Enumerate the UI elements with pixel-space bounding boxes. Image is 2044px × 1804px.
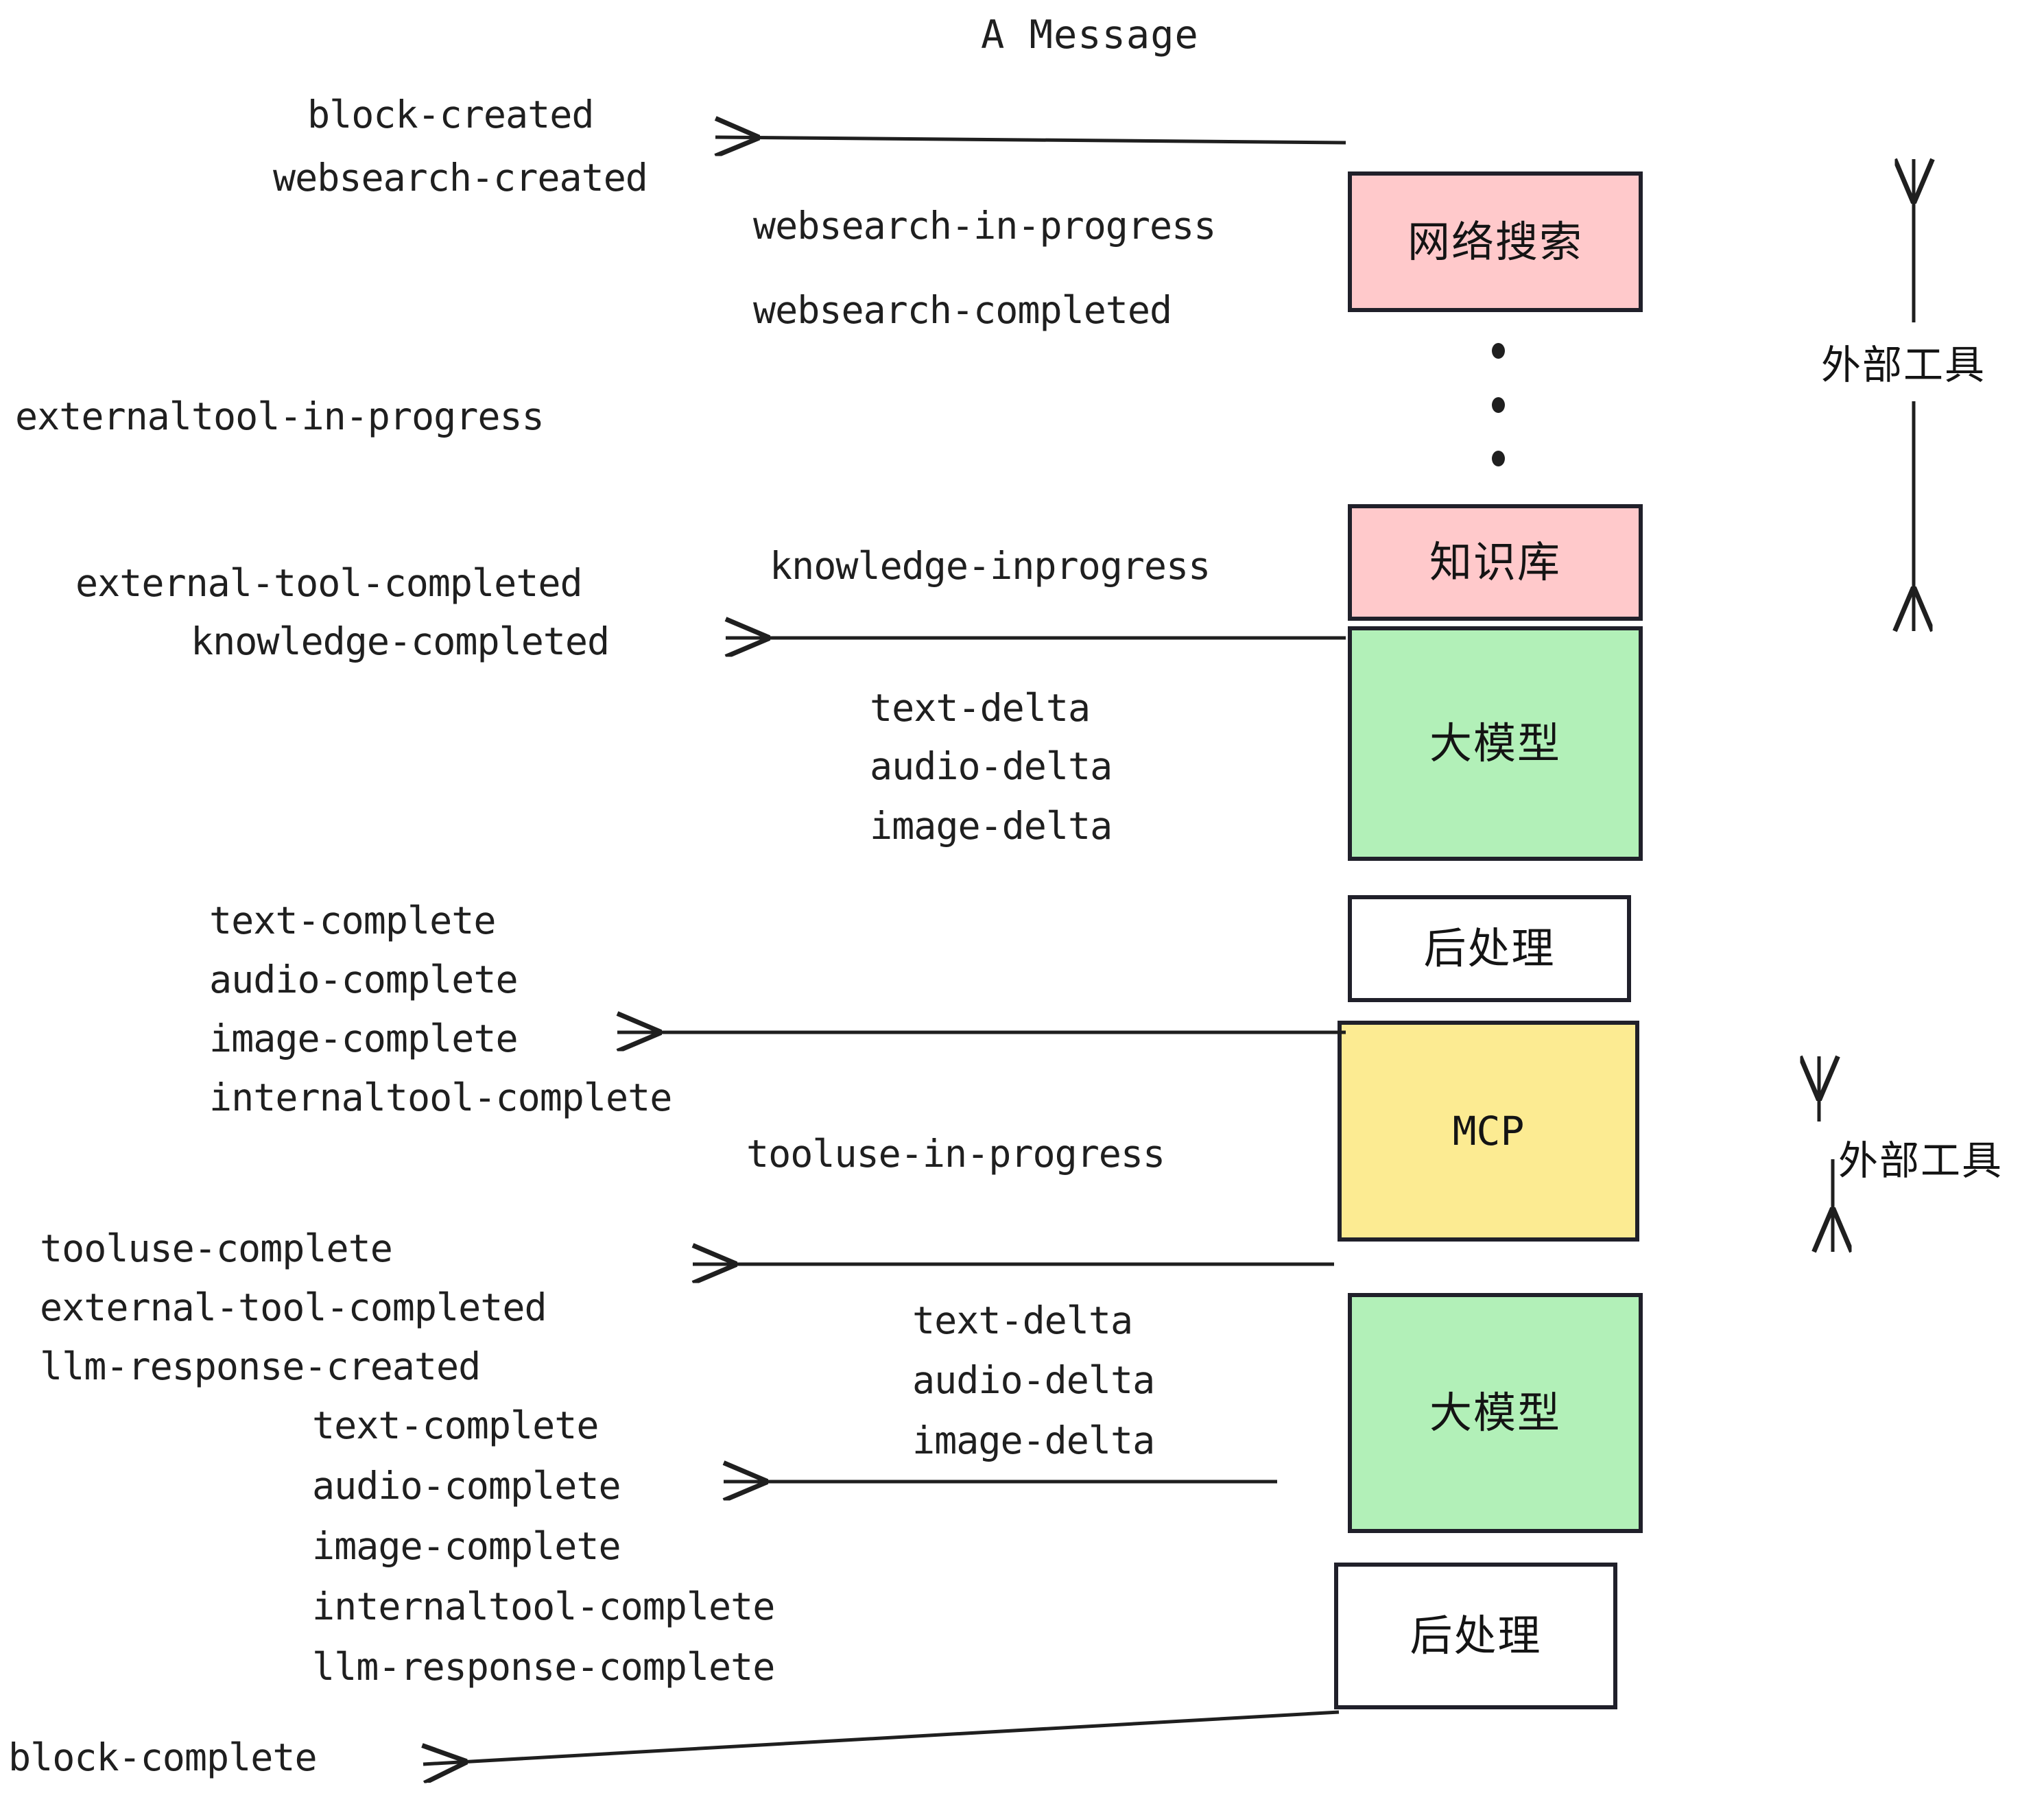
node-label: 知识库 <box>1429 537 1561 587</box>
node-postprocess-2: 后处理 <box>1334 1563 1617 1709</box>
event-label-tooluse-in-progress: tooluse-in-progress <box>746 1132 1165 1176</box>
event-label-websearch-completed: websearch-completed <box>753 288 1172 332</box>
node-websearch: 网络搜索 <box>1348 171 1643 312</box>
event-label-internaltool-complete-2: internaltool-complete <box>312 1585 775 1628</box>
node-llm-2: 大模型 <box>1348 1293 1643 1533</box>
event-label-text-delta-1: text-delta <box>870 686 1091 730</box>
event-label-audio-delta-1: audio-delta <box>870 744 1113 788</box>
node-knowledge: 知识库 <box>1348 504 1643 621</box>
event-label-external-tool-completed-2: external-tool-completed <box>40 1285 547 1329</box>
node-label: 后处理 <box>1410 1611 1542 1661</box>
ellipsis-dot <box>1491 343 1505 359</box>
node-mcp: MCP <box>1338 1021 1639 1242</box>
event-label-knowledge-inprogress: knowledge-inprogress <box>770 544 1211 588</box>
node-label: 大模型 <box>1429 718 1561 768</box>
event-label-text-complete-2: text-complete <box>312 1403 599 1447</box>
event-label-websearch-created: websearch-created <box>273 156 648 200</box>
event-label-audio-delta-2: audio-delta <box>912 1358 1155 1402</box>
ellipsis-dot <box>1491 396 1505 413</box>
node-postprocess-1: 后处理 <box>1348 895 1631 1002</box>
event-label-block-created: block-created <box>307 93 594 137</box>
event-label-text-delta-2: text-delta <box>912 1298 1133 1342</box>
event-label-block-complete: block-complete <box>8 1735 318 1779</box>
event-label-websearch-in-progress: websearch-in-progress <box>753 204 1216 248</box>
event-label-audio-complete-1: audio-complete <box>209 958 519 1001</box>
event-label-image-complete-2: image-complete <box>312 1524 621 1568</box>
node-label: 后处理 <box>1423 923 1556 973</box>
event-label-image-complete-1: image-complete <box>209 1017 519 1060</box>
event-label-audio-complete-2: audio-complete <box>312 1464 621 1508</box>
event-label-external-tool-completed-1: external-tool-completed <box>75 561 583 605</box>
event-label-text-complete-1: text-complete <box>209 899 496 942</box>
node-label: 大模型 <box>1429 1388 1561 1438</box>
event-label-image-delta-1: image-delta <box>870 804 1113 848</box>
event-label-llm-response-created: llm-response-created <box>40 1344 481 1388</box>
arrow-websearch-to-blockcreated <box>715 137 1346 143</box>
ellipsis-dot <box>1491 451 1505 466</box>
event-label-externaltool-in-progress: externaltool-in-progress <box>15 394 545 438</box>
node-label: 网络搜索 <box>1407 216 1583 267</box>
page-title: A Message <box>981 12 1199 58</box>
node-label: MCP <box>1452 1108 1525 1154</box>
event-label-knowledge-completed: knowledge-completed <box>191 619 610 663</box>
arrow-postprocess2-to-blockcomplete <box>423 1710 1340 1764</box>
event-label-internaltool-complete-1: internaltool-complete <box>209 1076 672 1119</box>
event-label-llm-response-complete: llm-response-complete <box>312 1645 775 1689</box>
event-label-image-delta-2: image-delta <box>912 1419 1155 1462</box>
vertical-ellipsis-icon <box>1490 343 1506 466</box>
event-label-tooluse-complete: tooluse-complete <box>40 1226 393 1270</box>
side-label-external-tool-top: 外部工具 <box>1821 342 1986 388</box>
node-llm-1: 大模型 <box>1348 626 1643 861</box>
side-label-external-tool-bottom: 外部工具 <box>1838 1137 2004 1184</box>
